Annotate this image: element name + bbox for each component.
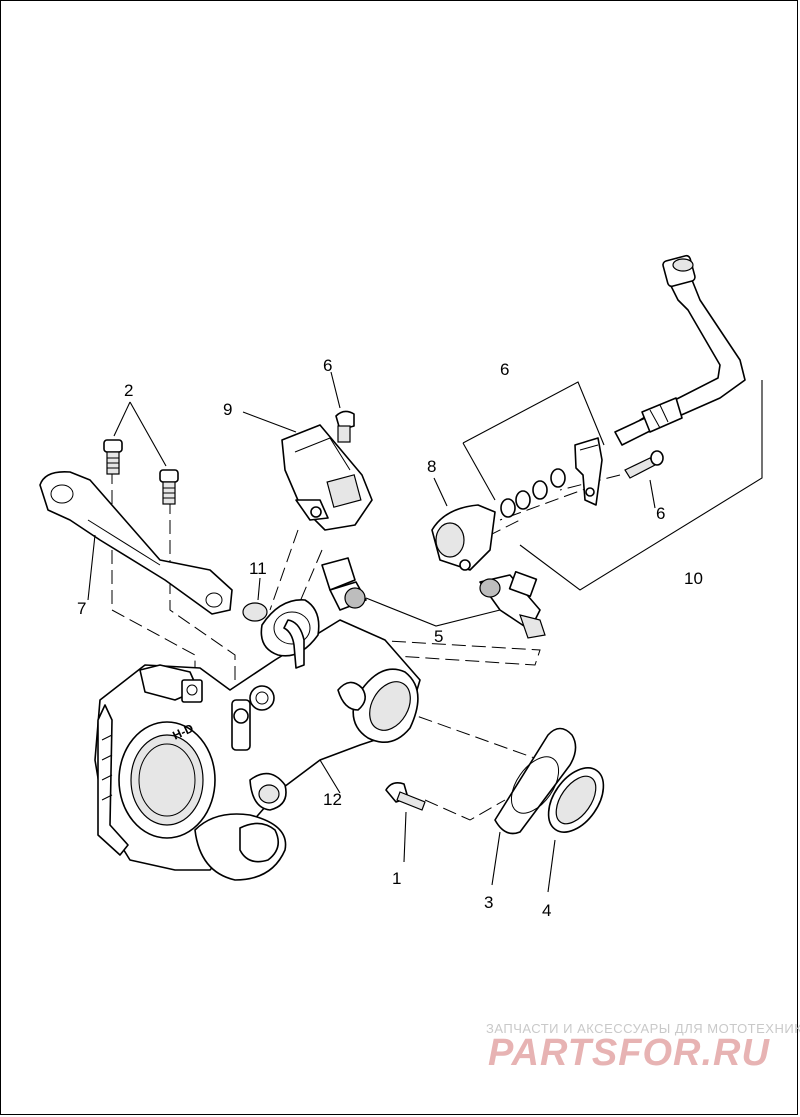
mounting-screw (385, 782, 426, 811)
leader-lines (87, 371, 763, 893)
callout-7: 7 (77, 599, 86, 618)
callout-8: 8 (427, 457, 436, 476)
o-rings (500, 437, 603, 518)
callout-labels: 1 2 3 4 5 6 6 6 7 8 9 10 11 12 (77, 356, 703, 920)
mounting-bracket (39, 470, 233, 615)
callout-11: 11 (249, 559, 267, 578)
callout-2: 2 (124, 381, 133, 400)
fuel-injectors (321, 557, 546, 639)
callout-4: 4 (542, 901, 551, 920)
callout-9: 9 (223, 400, 232, 419)
fastener-screw (624, 450, 664, 479)
watermark-logo: PARTSFOR.RU (488, 1032, 770, 1074)
callout-6-rings: 6 (500, 360, 509, 379)
callout-10: 10 (684, 569, 703, 588)
callout-5: 5 (434, 627, 443, 646)
bracket-screws (103, 439, 179, 505)
fuel-supply-hose (614, 254, 746, 446)
callout-6-screw: 6 (656, 504, 665, 523)
callout-6-upper: 6 (323, 356, 332, 375)
map-sensor (281, 410, 373, 531)
gaskets (494, 727, 605, 835)
callout-3: 3 (484, 893, 493, 912)
callout-1: 1 (392, 869, 401, 888)
throttle-body-manifold: H-D (94, 599, 421, 881)
watermark-tagline: ЗАПЧАСТИ И АКСЕССУАРЫ ДЛЯ МОТОТЕХНИКИ (486, 1021, 800, 1036)
fuel-rail (431, 504, 496, 571)
callout-12: 12 (323, 790, 342, 809)
seal-plug (242, 602, 268, 622)
